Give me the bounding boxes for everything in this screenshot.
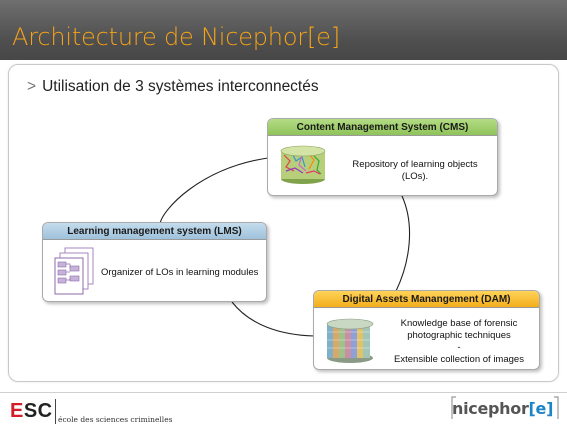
- lms-description: Organizer of LOs in learning modules: [101, 267, 261, 279]
- esc-logo-e: E: [10, 400, 24, 422]
- bullet-point: > Utilisation de 3 systèmes interconnecté…: [27, 78, 319, 96]
- dam-description-line: photographic techniques: [407, 330, 511, 341]
- cms-description-line: Repository of learning objects: [352, 159, 478, 170]
- slide-title: Architecture de Nicephor[e]: [12, 23, 340, 51]
- cms-repository-illustration: [280, 145, 326, 184]
- connector-cms-lms: [159, 157, 269, 225]
- bullet-text: Utilisation de 3 systèmes interconnectés: [42, 78, 319, 95]
- esc-logo-sc: SC: [23, 400, 53, 422]
- lms-header: Learning management system (LMS): [43, 223, 266, 240]
- esc-logo: ESC: [10, 400, 53, 423]
- cms-header: Content Management System (CMS): [268, 119, 497, 136]
- dam-node: Digital Assets Manangement (DAM) Knowled…: [313, 290, 540, 370]
- dam-images-illustration: [326, 318, 374, 363]
- bullet-marker: >: [27, 78, 37, 95]
- cms-description-line: (LOs).: [401, 171, 429, 182]
- dam-description-line: -: [457, 342, 461, 353]
- nicephore-logo-accent: [e]: [528, 399, 554, 418]
- connector-lms-dam: [231, 301, 315, 337]
- lms-description-line: Organizer of LOs in learning modules: [101, 267, 259, 278]
- connector-cms-dam: [395, 195, 411, 292]
- nicephore-logo-main: nicephor: [452, 399, 529, 418]
- nicephore-logo-brackets: [451, 396, 559, 419]
- dam-description: Knowledge base of forensic photographic …: [384, 318, 534, 366]
- dam-header: Digital Assets Manangement (DAM): [314, 291, 539, 308]
- nicephore-logo: nicephor[e]: [452, 399, 553, 418]
- esc-subtitle: école des sciences criminelles: [58, 415, 173, 424]
- esc-logo-divider: [55, 399, 56, 424]
- lms-modules-illustration: [54, 247, 94, 295]
- title-bar: Architecture de Nicephor[e]: [0, 0, 567, 60]
- dam-description-line: Knowledge base of forensic: [400, 318, 518, 329]
- footer-divider: [0, 392, 567, 393]
- lms-node: Learning management system (LMS) Organiz…: [42, 222, 267, 302]
- cms-node: Content Management System (CMS) Reposito…: [267, 118, 498, 196]
- dam-description-line: Extensible collection of images: [394, 354, 524, 365]
- cms-description: Repository of learning objects (LOs).: [340, 159, 490, 183]
